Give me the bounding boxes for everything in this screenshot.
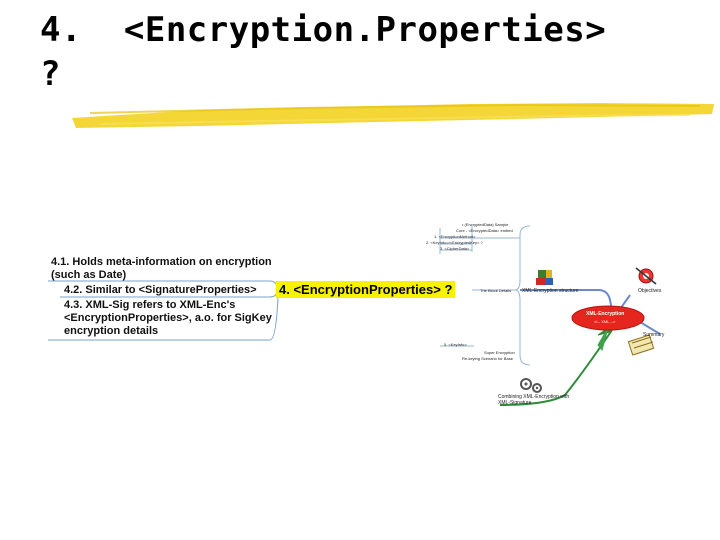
center-node — [571, 305, 645, 331]
center-node-sub: <!-- XML --> — [594, 319, 616, 324]
note-4-1: 4.1. Holds meta-information on encryptio… — [51, 256, 272, 268]
note-4-1-cont: (such as Date) — [51, 269, 127, 281]
target-icon — [635, 267, 657, 285]
gears-icon — [520, 378, 542, 393]
center-node-label: XML-Encryption — [586, 311, 625, 317]
note-4-3-cont2: encryption details — [64, 325, 159, 337]
branch-summary: Summary — [643, 332, 665, 338]
branch-block-details: The Block Details — [480, 288, 512, 293]
branch-combining-cont: XML-Signature — [498, 400, 532, 406]
mindmap-branches — [439, 225, 661, 406]
highlighter-underline — [72, 103, 714, 128]
branch-combining: Combining XML-Encryption with — [498, 394, 570, 400]
top-item-cipherdata: 3. <CipherData> — [440, 246, 470, 251]
bottom-item-keyinfo: 5. <KeyInfo> — [444, 342, 467, 347]
highlighted-node: 4. <EncryptionProperties> ? — [276, 281, 456, 298]
top-item-sample: • (EncryptedData) Sample — [462, 222, 509, 227]
note-4-3: 4.3. XML-Sig refers to XML-Enc's — [64, 299, 236, 311]
top-item-method: 1. <EncryptionMethod> — [434, 234, 476, 239]
slide-title: 4. <Encryption.Properties> ? — [40, 8, 606, 96]
note-4-2: 4.2. Similar to <SignatureProperties> — [64, 284, 257, 296]
bottom-item-rekey: Re-keying Scenario for Base — [462, 356, 513, 361]
blocks-icon — [536, 270, 553, 285]
bottom-item-super: Super Encryption — [484, 350, 515, 355]
notepad-icon — [627, 334, 655, 356]
top-item-core: Core - <EncryptedData> embed — [456, 228, 513, 233]
slide-title-line-1: 4. <Encryption.Properties> — [40, 10, 607, 50]
branch-structure: XML-Encryption structure — [522, 288, 579, 294]
note-4-3-cont: <EncryptionProperties>, a.o. for SigKey — [64, 312, 272, 324]
top-item-keyinfo: 2. <KeyInfo>/<EncryptedKey> ? — [426, 240, 483, 245]
slide-title-line-2: ? — [40, 54, 61, 94]
branch-objectives: Objectives — [638, 288, 662, 294]
